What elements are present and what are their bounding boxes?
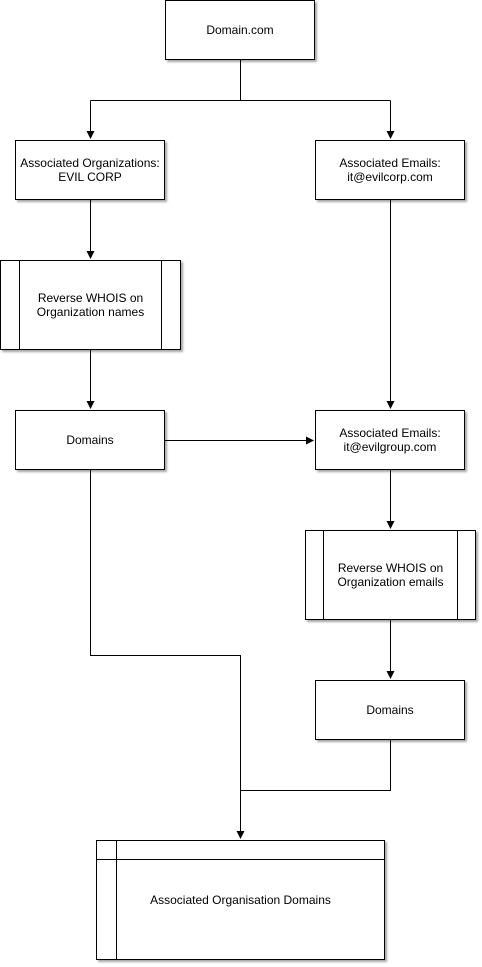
process-bar-right xyxy=(457,531,458,619)
node-reverse-whois-emails: Reverse WHOIS on Organization emails xyxy=(305,530,476,620)
node-domain: Domain.com xyxy=(165,0,315,60)
process-bar-left xyxy=(323,531,324,619)
node-rev-emails-label-line1: Reverse WHOIS on xyxy=(337,561,444,575)
node-reverse-whois-names: Reverse WHOIS on Organization names xyxy=(0,260,181,350)
node-result-label: Associated Organisation Domains xyxy=(150,893,331,907)
node-domain-label: Domain.com xyxy=(206,23,274,37)
node-domains2-label: Domains xyxy=(366,703,414,717)
node-associated-organizations: Associated Organizations: EVIL CORP xyxy=(15,140,165,200)
node-emails1-label-line2: it@evilcorp.com xyxy=(347,170,433,184)
node-emails2-label-line1: Associated Emails: xyxy=(339,426,441,440)
node-domains1-label: Domains xyxy=(66,433,114,447)
node-orgs-label-line1: Associated Organizations: xyxy=(20,156,160,170)
edge-domains2-to-result xyxy=(240,740,391,791)
storage-side-line xyxy=(116,841,117,959)
process-bar-right xyxy=(161,261,162,349)
node-domains-2: Domains xyxy=(315,680,465,740)
storage-header-line xyxy=(97,859,384,860)
node-domains-1: Domains xyxy=(15,410,165,470)
node-rev-names-label-line2: Organization names xyxy=(36,305,145,319)
node-associated-organisation-domains: Associated Organisation Domains xyxy=(96,840,385,960)
node-associated-emails-1: Associated Emails: it@evilcorp.com xyxy=(315,140,465,200)
node-emails1-label-line1: Associated Emails: xyxy=(339,156,441,170)
node-rev-names-label-line1: Reverse WHOIS on xyxy=(37,291,144,305)
node-associated-emails-2: Associated Emails: it@evilgroup.com xyxy=(315,410,465,470)
edge-domain-split xyxy=(90,60,391,101)
node-emails2-label-line2: it@evilgroup.com xyxy=(343,440,437,454)
edge-domains1-to-result xyxy=(90,470,245,839)
node-orgs-label-line2: EVIL CORP xyxy=(58,170,122,184)
node-rev-emails-label-line2: Organization emails xyxy=(337,575,444,589)
process-bar-left xyxy=(19,261,20,349)
